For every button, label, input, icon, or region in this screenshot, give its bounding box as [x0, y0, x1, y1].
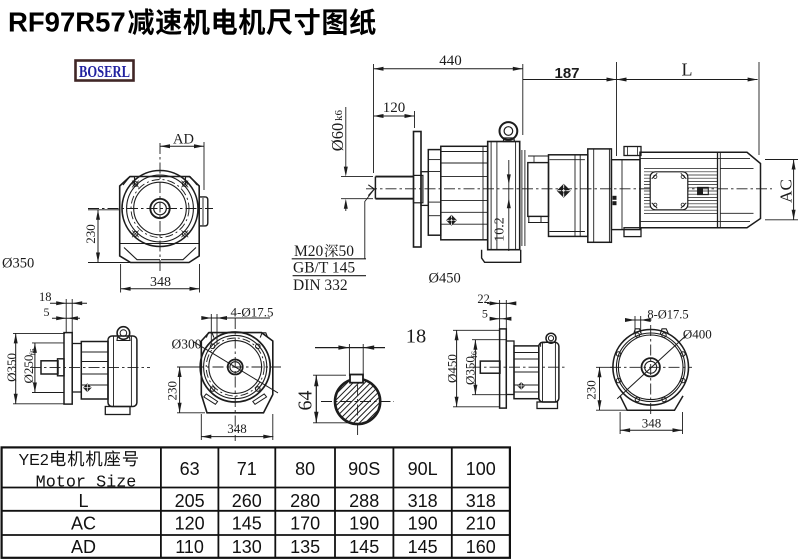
svg-text:Ø60: Ø60	[328, 123, 347, 151]
svg-text:22: 22	[477, 292, 490, 306]
svg-text:Ø450: Ø450	[429, 270, 461, 286]
svg-text:f6: f6	[28, 348, 38, 355]
svg-text:120: 120	[383, 100, 406, 116]
svg-text:440: 440	[439, 53, 462, 69]
svg-text:Ø450: Ø450	[445, 354, 460, 383]
svg-text:110: 110	[175, 537, 204, 557]
svg-text:170: 170	[290, 514, 320, 534]
svg-text:205: 205	[175, 491, 205, 511]
svg-text:80: 80	[295, 459, 315, 479]
svg-text:71: 71	[237, 459, 257, 479]
svg-text:5: 5	[482, 307, 488, 321]
svg-text:190: 190	[349, 514, 379, 534]
svg-text:130: 130	[232, 537, 262, 557]
svg-text:318: 318	[408, 491, 438, 511]
svg-text:348: 348	[150, 275, 171, 290]
svg-text:M20: M20	[294, 243, 324, 260]
svg-text:90L: 90L	[408, 459, 438, 479]
svg-text:Ø250: Ø250	[21, 355, 36, 384]
svg-text:AC: AC	[777, 179, 796, 203]
svg-text:348: 348	[642, 415, 662, 430]
svg-text:260: 260	[232, 491, 262, 511]
svg-text:50: 50	[339, 243, 355, 260]
svg-text:18: 18	[406, 326, 427, 348]
svg-text:63: 63	[180, 459, 200, 479]
svg-text:288: 288	[349, 491, 379, 511]
svg-text:90S: 90S	[348, 459, 380, 479]
svg-text:280: 280	[290, 491, 320, 511]
svg-text:230: 230	[584, 380, 599, 400]
svg-text:AD: AD	[71, 537, 96, 557]
svg-text:Ø350: Ø350	[463, 356, 478, 385]
svg-text:BOSERL: BOSERL	[79, 62, 130, 81]
svg-text:100: 100	[466, 459, 496, 479]
svg-text:Ø350: Ø350	[4, 353, 19, 382]
svg-text:YE2: YE2	[19, 452, 49, 469]
svg-text:210: 210	[466, 514, 496, 534]
svg-text:k6: k6	[333, 110, 345, 122]
svg-text:f6: f6	[469, 351, 479, 358]
svg-text:Motor Size: Motor Size	[36, 474, 137, 493]
svg-text:135: 135	[290, 537, 320, 557]
svg-text:4-Ø17.5: 4-Ø17.5	[231, 304, 274, 319]
svg-text:230: 230	[83, 224, 98, 244]
svg-text:RF97R57: RF97R57	[8, 6, 126, 37]
svg-text:230: 230	[165, 381, 180, 401]
svg-text:145: 145	[349, 537, 379, 557]
svg-text:8-Ø17.5: 8-Ø17.5	[647, 308, 688, 322]
svg-text:145: 145	[408, 537, 438, 557]
svg-text:GB/T 145: GB/T 145	[293, 260, 355, 277]
svg-text:64: 64	[295, 391, 317, 411]
svg-text:160: 160	[466, 537, 496, 557]
svg-text:318: 318	[466, 491, 496, 511]
svg-text:Ø400: Ø400	[683, 327, 712, 342]
svg-text:348: 348	[227, 421, 247, 436]
svg-text:AD: AD	[173, 132, 194, 148]
svg-text:145: 145	[232, 514, 262, 534]
svg-text:18: 18	[39, 290, 52, 304]
svg-text:120: 120	[175, 514, 205, 534]
svg-text:10.2: 10.2	[493, 217, 508, 242]
svg-text:DIN 332: DIN 332	[293, 277, 348, 294]
svg-text:Ø300: Ø300	[172, 337, 202, 352]
svg-text:L: L	[78, 491, 88, 511]
svg-text:AC: AC	[71, 514, 96, 534]
svg-text:Ø350: Ø350	[2, 256, 34, 272]
svg-text:5: 5	[44, 305, 50, 319]
svg-text:190: 190	[408, 514, 438, 534]
svg-text:L: L	[682, 60, 693, 80]
svg-text:187: 187	[554, 65, 579, 82]
